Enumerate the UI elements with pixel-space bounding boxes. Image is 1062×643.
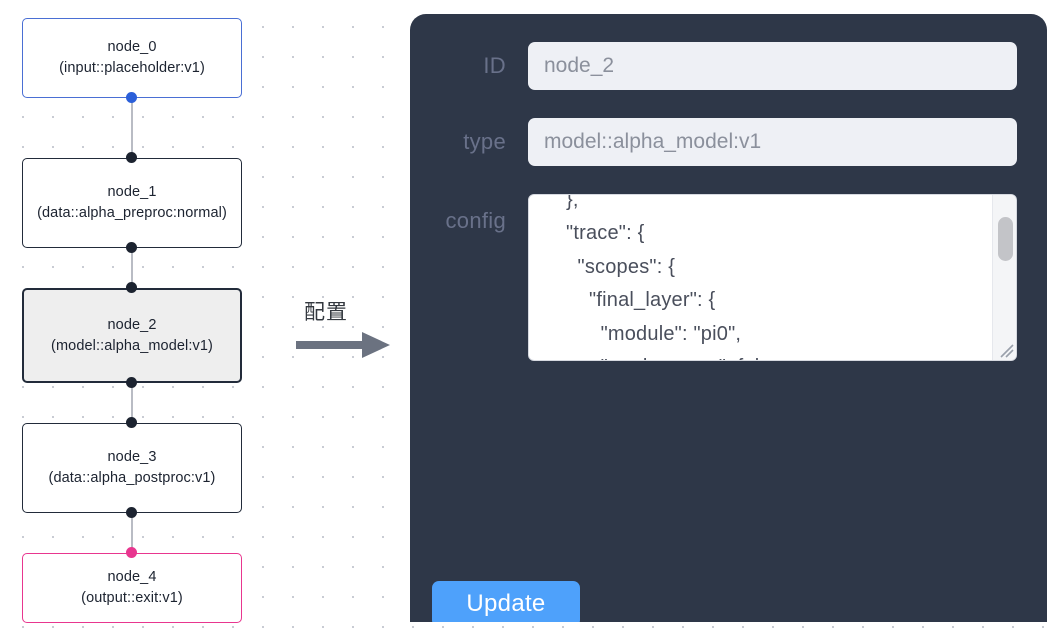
resize-grip-icon[interactable]	[996, 340, 1014, 358]
node-config-panel: ID type config "raw_action", "pred" ] },…	[410, 14, 1047, 622]
graph-node-node_1[interactable]: node_1 (data::alpha_preproc:normal)	[22, 158, 242, 248]
arrow-right-icon	[296, 332, 390, 358]
graph-node-node_4[interactable]: node_4 (output::exit:v1)	[22, 553, 242, 623]
graph-node-title: node_0	[107, 39, 157, 55]
field-row-type: type	[420, 118, 1017, 166]
config-scrollbar[interactable]	[992, 195, 1016, 360]
graph-node-node_3[interactable]: node_3 (data::alpha_postproc:v1)	[22, 423, 242, 513]
graph-node-subtitle: (output::exit:v1)	[81, 590, 183, 606]
field-row-id: ID	[420, 42, 1017, 90]
type-field-label: type	[463, 129, 506, 154]
graph-node-title: node_3	[107, 449, 157, 465]
graph-canvas[interactable]: node_0 (input::placeholder:v1) node_1 (d…	[0, 0, 396, 643]
type-input[interactable]	[528, 118, 1017, 166]
flow-arrow-annotation: 配置	[296, 296, 394, 362]
field-row-config: config "raw_action", "pred" ] }, "trace"…	[420, 194, 1017, 361]
graph-node-title: node_4	[107, 569, 157, 585]
port-node_0-out[interactable]	[126, 92, 137, 103]
id-field-label: ID	[483, 53, 506, 78]
edge-node2-node3	[131, 383, 133, 423]
config-scrollbar-thumb[interactable]	[998, 217, 1013, 261]
edge-node1-node2	[131, 248, 133, 288]
edge-node3-node4	[131, 513, 133, 553]
edge-node0-node1	[131, 98, 133, 158]
graph-node-node_0[interactable]: node_0 (input::placeholder:v1)	[22, 18, 242, 98]
port-node_1-in[interactable]	[126, 152, 137, 163]
arrow-label: 配置	[304, 300, 348, 324]
id-input[interactable]	[528, 42, 1017, 90]
port-node_4-in[interactable]	[126, 547, 137, 558]
port-node_1-out[interactable]	[126, 242, 137, 253]
graph-node-subtitle: (model::alpha_model:v1)	[51, 337, 213, 354]
graph-node-subtitle: (data::alpha_preproc:normal)	[37, 205, 227, 221]
port-node_3-in[interactable]	[126, 417, 137, 428]
graph-node-subtitle: (data::alpha_postproc:v1)	[48, 470, 216, 486]
config-textarea-container[interactable]: "raw_action", "pred" ] }, "trace": { "sc…	[528, 194, 1017, 361]
config-field-label: config	[445, 208, 506, 233]
port-node_2-in[interactable]	[126, 282, 137, 293]
graph-node-node_2[interactable]: node_2 (model::alpha_model:v1)	[22, 288, 242, 383]
graph-node-title: node_1	[107, 184, 157, 200]
graph-node-subtitle: (input::placeholder:v1)	[59, 60, 205, 76]
port-node_2-out[interactable]	[126, 377, 137, 388]
update-button[interactable]: Update	[432, 581, 580, 622]
config-textarea-content[interactable]: "raw_action", "pred" ] }, "trace": { "sc…	[566, 194, 781, 360]
graph-node-title: node_2	[107, 316, 157, 333]
port-node_3-out[interactable]	[126, 507, 137, 518]
